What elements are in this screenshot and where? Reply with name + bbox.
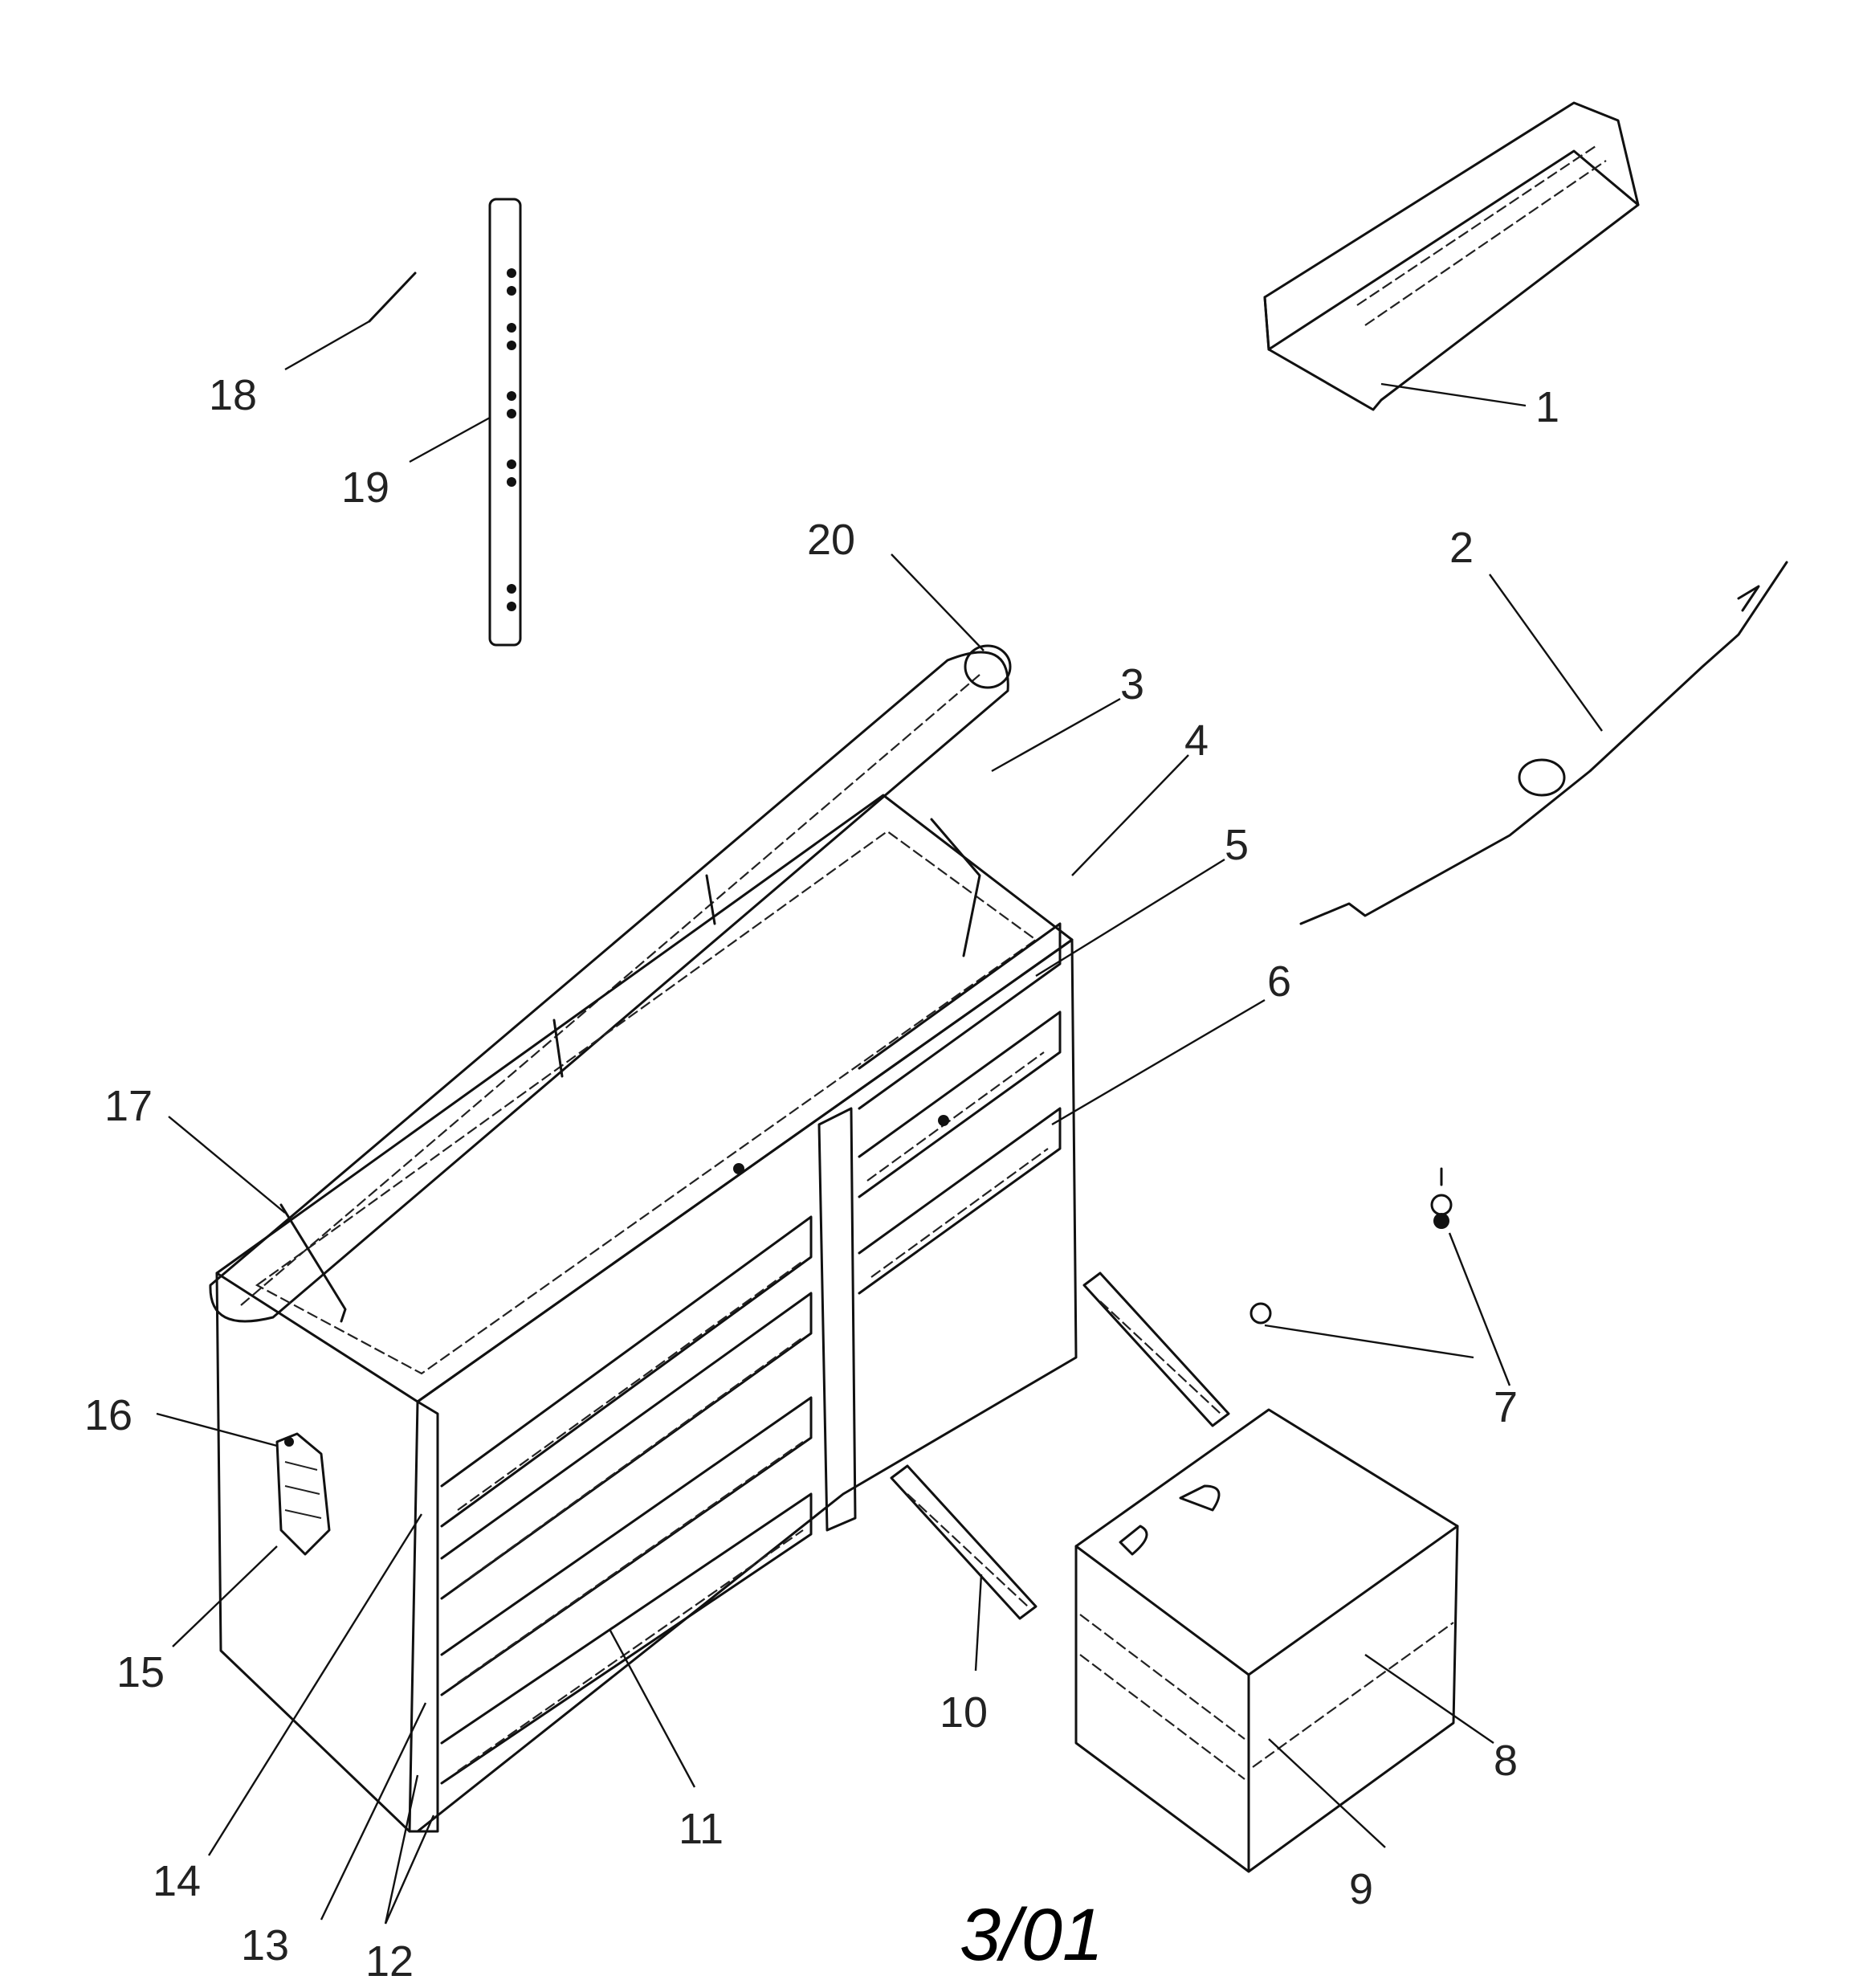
part-lid <box>209 644 1012 1323</box>
callout-6: 6 <box>1267 957 1291 1006</box>
callout-15: 15 <box>116 1648 165 1696</box>
callout-12: 12 <box>365 1937 414 1986</box>
part-hinge-pin <box>368 271 417 323</box>
callout-4: 4 <box>1184 716 1209 765</box>
callout-16: 16 <box>84 1391 132 1439</box>
callout-8: 8 <box>1494 1737 1518 1785</box>
callout-19: 19 <box>341 463 389 512</box>
callout-18: 18 <box>209 371 257 419</box>
callout-7: 7 <box>1494 1383 1518 1431</box>
part-chest-body <box>215 794 1078 1833</box>
callout-1: 1 <box>1535 383 1559 431</box>
callout-10: 10 <box>940 1688 988 1737</box>
callout-9: 9 <box>1349 1865 1373 1913</box>
callout-11: 11 <box>679 1805 724 1853</box>
leader-lines <box>156 320 1603 1925</box>
part-lock-set <box>1249 1167 1453 1325</box>
revision-date: 3/01 <box>960 1894 1103 1976</box>
callout-20: 20 <box>807 516 855 564</box>
part-drawer <box>1074 1408 1459 1873</box>
part-hinge-strip <box>488 198 522 647</box>
callout-14: 14 <box>153 1857 201 1905</box>
part-tote-tray <box>1263 101 1640 411</box>
callout-13: 13 <box>241 1921 289 1970</box>
callout-5: 5 <box>1225 821 1249 869</box>
callout-17: 17 <box>104 1082 153 1130</box>
callout-2: 2 <box>1449 524 1474 572</box>
callout-3: 3 <box>1120 660 1144 708</box>
part-support-rod <box>1299 561 1788 925</box>
part-drawer-slide <box>890 1272 1230 1620</box>
